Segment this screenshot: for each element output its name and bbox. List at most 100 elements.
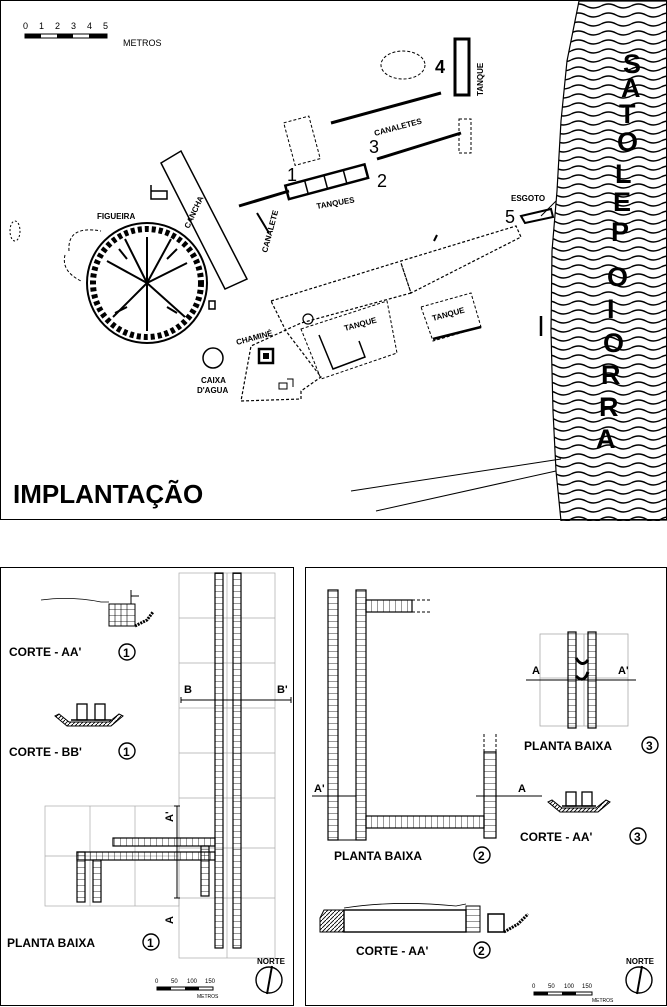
scale-tick: 0 bbox=[155, 979, 159, 985]
tanque-mid-outline bbox=[300, 300, 398, 380]
scale-tick: 100 bbox=[187, 979, 198, 985]
section-mark-a: A bbox=[518, 783, 526, 795]
detail-number: 3 bbox=[634, 830, 641, 844]
scale-unit: METROS bbox=[592, 998, 614, 1004]
small-structure bbox=[150, 185, 168, 200]
water-tank bbox=[202, 347, 224, 369]
river-letter: S bbox=[623, 49, 641, 79]
river-letter: I bbox=[607, 294, 615, 324]
main-building-outline bbox=[240, 225, 522, 402]
river-area bbox=[550, 1, 667, 521]
detail-number-badge bbox=[142, 933, 160, 951]
section-aa-1 bbox=[40, 590, 155, 628]
corte-aa-2-label: CORTE - AA' bbox=[356, 944, 429, 958]
number-2: 2 bbox=[377, 171, 387, 191]
river-letter: O bbox=[603, 328, 624, 358]
section-aa-3 bbox=[547, 791, 611, 813]
planta-baixa-2-label: PLANTA BAIXA bbox=[334, 849, 422, 863]
tanque-mid-channel bbox=[318, 334, 366, 370]
river-letter: O bbox=[607, 262, 628, 292]
scale-tick: 50 bbox=[171, 979, 178, 985]
river-letter: E bbox=[613, 187, 631, 217]
scale-bar: 0 50 100 150 METROS bbox=[155, 979, 219, 1000]
corte-aa-1-label: CORTE - AA' bbox=[9, 645, 82, 659]
detail-number: 2 bbox=[478, 944, 485, 958]
section-mark-a2: A' bbox=[164, 811, 176, 822]
tank-4 bbox=[453, 37, 471, 97]
corte-bb-1-label: CORTE - BB' bbox=[9, 745, 82, 759]
river-letter: O bbox=[617, 127, 638, 157]
section-mark-b2: B' bbox=[277, 684, 288, 696]
label-tanque-top: TANQUE bbox=[476, 62, 485, 96]
river-letter: R bbox=[601, 360, 621, 390]
scale-tick: 50 bbox=[548, 984, 555, 990]
well-circle bbox=[302, 313, 314, 325]
scale-tick: 2 bbox=[55, 21, 60, 31]
river-letter: L bbox=[615, 159, 632, 189]
fig-tree bbox=[86, 222, 208, 344]
vertical-channel bbox=[214, 572, 242, 949]
detail-number: 1 bbox=[147, 936, 154, 950]
tree-outline-small bbox=[9, 220, 21, 242]
detail-number-badge bbox=[473, 941, 491, 959]
scale-tick: 150 bbox=[205, 979, 216, 985]
scale-unit: METROS bbox=[123, 38, 162, 48]
label-canaletes: CANALETES bbox=[373, 116, 423, 138]
tanques-block bbox=[283, 162, 370, 201]
detail-2-3-drawing: A' A PLANTA BAIXA 2 CORTE - AA' 2 A A' P… bbox=[312, 589, 659, 1004]
norte-label: NORTE bbox=[257, 957, 286, 966]
scale-tick: 0 bbox=[532, 984, 536, 990]
detail-number-badge bbox=[118, 742, 136, 760]
tree-outline-small bbox=[380, 50, 426, 80]
scale-tick: 3 bbox=[71, 21, 76, 31]
canalete-short bbox=[256, 212, 270, 234]
number-1: 1 bbox=[287, 165, 297, 185]
number-4: 4 bbox=[435, 57, 445, 77]
scale-unit: METROS bbox=[197, 994, 219, 1000]
section-line-aa bbox=[174, 805, 180, 899]
small-block bbox=[208, 300, 216, 310]
river-letter: P bbox=[611, 217, 629, 247]
label-dagua: D'AGUA bbox=[197, 386, 228, 395]
cancha bbox=[160, 149, 249, 290]
scale-tick: 5 bbox=[103, 21, 108, 31]
river-letter: A bbox=[621, 73, 641, 103]
scale-tick: 150 bbox=[582, 984, 593, 990]
north-arrow bbox=[625, 966, 653, 994]
site-plan-drawing: A R R O I O P E L O T A S 0 1 2 bbox=[9, 1, 667, 521]
number-5: 5 bbox=[505, 207, 515, 227]
canalete-line bbox=[330, 91, 462, 161]
plan-grid bbox=[44, 572, 276, 959]
section-aa-2 bbox=[319, 903, 530, 934]
detail-2-3-panel: A' A PLANTA BAIXA 2 CORTE - AA' 2 A A' P… bbox=[305, 567, 667, 1006]
dashed-structure bbox=[283, 115, 321, 166]
label-caixa: CAIXA bbox=[201, 376, 226, 385]
section-mark-a: A bbox=[164, 916, 176, 924]
detail-number-badge bbox=[473, 846, 491, 864]
section-mark-a2: A' bbox=[314, 783, 325, 795]
scale-tick: 1 bbox=[39, 21, 44, 31]
section-bb-1 bbox=[54, 703, 124, 727]
river-letter: A bbox=[596, 424, 616, 454]
detail-number: 1 bbox=[123, 646, 130, 660]
river-letter: T bbox=[619, 99, 636, 129]
corte-aa-3-label: CORTE - AA' bbox=[520, 830, 593, 844]
scale-tick: 4 bbox=[87, 21, 92, 31]
north-arrow bbox=[255, 966, 283, 994]
detail-1-panel: B B' A' A CORTE - AA' 1 CORTE - BB' 1 PL… bbox=[0, 567, 294, 1006]
label-canalete: CANALETE bbox=[260, 208, 280, 253]
label-chamine: CHAMINÉ bbox=[235, 328, 274, 347]
detail-1-drawing: B B' A' A CORTE - AA' 1 CORTE - BB' 1 PL… bbox=[7, 572, 292, 1000]
section-mark-a: A bbox=[532, 665, 540, 677]
detail-number-badge bbox=[641, 736, 659, 754]
norte-label: NORTE bbox=[626, 957, 655, 966]
canalete-line bbox=[238, 189, 290, 208]
scale-tick: 0 bbox=[23, 21, 28, 31]
label-figueira: FIGUEIRA bbox=[97, 212, 135, 221]
scale-tick: 100 bbox=[564, 984, 575, 990]
label-tanque-right: TANQUE bbox=[431, 305, 466, 322]
plan-2-channel bbox=[327, 589, 497, 841]
detail-number-badge bbox=[629, 827, 647, 845]
river-letter: R bbox=[599, 392, 619, 422]
detail-number-badge bbox=[118, 643, 136, 661]
